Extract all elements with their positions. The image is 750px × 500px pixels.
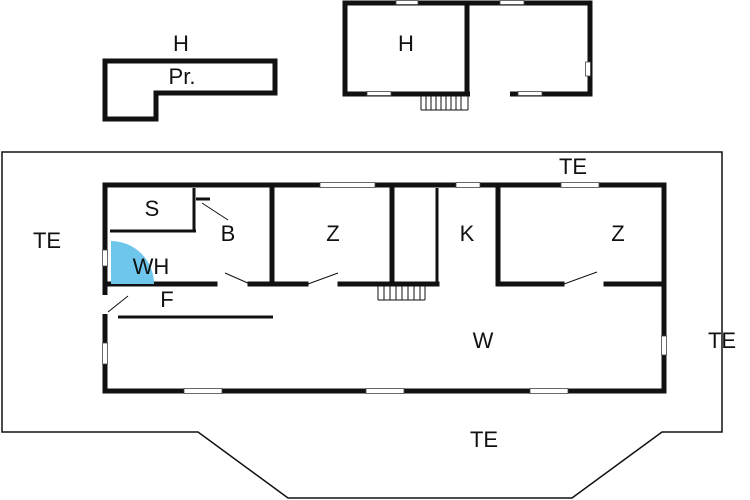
label-te-right: TE <box>708 328 736 353</box>
label-kitchen: K <box>460 221 475 246</box>
window <box>102 249 108 267</box>
label-bedroom-left: Z <box>326 221 339 246</box>
label-bedroom-right: Z <box>611 221 624 246</box>
entrance-door-gap <box>102 295 112 314</box>
window <box>102 342 108 365</box>
window <box>395 0 419 5</box>
window <box>455 182 481 188</box>
label-te-left: TE <box>33 228 61 253</box>
terrace-outline <box>1 151 723 499</box>
door-swing <box>224 272 251 285</box>
label-bathroom: B <box>221 221 236 246</box>
label-h-building: H <box>398 31 414 56</box>
label-te-bottom: TE <box>470 427 498 452</box>
label-sauna: S <box>145 196 160 221</box>
label-te-top: TE <box>559 154 587 179</box>
label-whirlpool: WH <box>133 254 170 279</box>
h-building-steps <box>420 95 469 111</box>
window <box>366 91 392 96</box>
window <box>585 61 591 77</box>
inner-stairs <box>377 285 426 301</box>
window <box>517 91 543 96</box>
label-h-outbuilding: H <box>173 31 189 56</box>
label-pr: Pr. <box>169 64 196 89</box>
door-gap <box>470 88 510 98</box>
window <box>560 182 600 188</box>
window <box>365 388 405 394</box>
pr-building-walls <box>102 58 278 122</box>
window <box>529 388 569 394</box>
door-swing <box>107 295 129 313</box>
h-building <box>342 0 593 111</box>
whirlpool <box>111 241 154 284</box>
window <box>499 0 525 5</box>
window <box>661 335 667 356</box>
label-living-room: W <box>473 328 494 353</box>
window <box>183 388 223 394</box>
door-swing <box>563 271 598 285</box>
label-hall: F <box>160 287 173 312</box>
window <box>319 182 376 188</box>
door-swing <box>201 202 229 221</box>
main-house <box>102 182 667 394</box>
door-swing <box>307 272 339 285</box>
